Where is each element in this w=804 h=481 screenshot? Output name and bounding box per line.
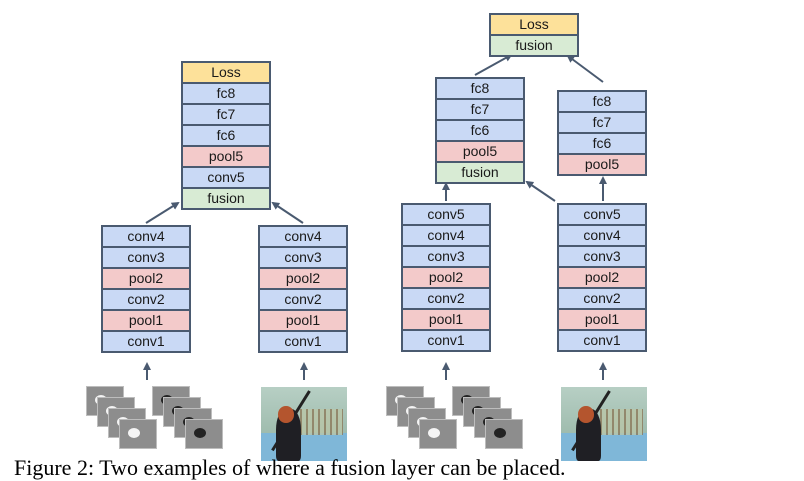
optical-flow-frame: [419, 419, 457, 449]
figure-caption: Figure 2: Two examples of where a fusion…: [14, 455, 566, 480]
right-spatial-stream: conv5 conv4 conv3 pool2 conv2 pool1 conv1: [557, 203, 647, 352]
layer-fc8: fc8: [559, 92, 645, 111]
layer-fusion: fusion: [437, 163, 523, 182]
layer-conv2: conv2: [403, 289, 489, 308]
layer-pool1: pool1: [260, 311, 346, 330]
layer-conv5: conv5: [403, 205, 489, 224]
layer-fc6: fc6: [183, 126, 269, 145]
arrow-left-spatial-to-fusion: [271, 201, 304, 224]
layer-conv3: conv3: [260, 248, 346, 267]
layer-conv3: conv3: [103, 248, 189, 267]
layer-conv4: conv4: [260, 227, 346, 246]
layer-pool1: pool1: [403, 310, 489, 329]
layer-fc7: fc7: [437, 100, 523, 119]
layer-pool1: pool1: [103, 311, 189, 330]
right-temporal-stream: conv5 conv4 conv3 pool2 conv2 pool1 conv1: [401, 203, 491, 352]
layer-fusion: fusion: [183, 189, 269, 208]
layer-fc8: fc8: [437, 79, 523, 98]
arrow-left-temporal-to-fusion: [145, 201, 180, 224]
layer-conv5: conv5: [183, 168, 269, 187]
layer-conv2: conv2: [260, 290, 346, 309]
arrow-right-spatial-to-fusion: [525, 180, 556, 202]
layer-conv1: conv1: [260, 332, 346, 351]
right-top-stack: Loss fusion: [489, 13, 579, 57]
left-temporal-stream: conv4 conv3 pool2 conv2 pool1 conv1: [101, 225, 191, 353]
layer-conv2: conv2: [559, 289, 645, 308]
layer-pool2: pool2: [103, 269, 189, 288]
arrow-right-spatial-to-loss: [566, 54, 604, 83]
right-spatial-branch: fc8 fc7 fc6 pool5: [557, 90, 647, 176]
layer-fc6: fc6: [437, 121, 523, 140]
left-rgb-frame-input: [261, 387, 347, 461]
layer-pool2: pool2: [403, 268, 489, 287]
layer-fusion: fusion: [491, 36, 577, 55]
layer-conv1: conv1: [403, 331, 489, 350]
layer-pool1: pool1: [559, 310, 645, 329]
left-top-stack: Loss fc8 fc7 fc6 pool5 conv5 fusion: [181, 61, 271, 210]
layer-pool2: pool2: [260, 269, 346, 288]
layer-conv5: conv5: [559, 205, 645, 224]
layer-conv3: conv3: [403, 247, 489, 266]
layer-fc6: fc6: [559, 134, 645, 153]
arrow-right-fused-to-loss: [474, 54, 513, 76]
layer-conv1: conv1: [559, 331, 645, 350]
optical-flow-frame: [119, 419, 157, 449]
left-spatial-stream: conv4 conv3 pool2 conv2 pool1 conv1: [258, 225, 348, 353]
optical-flow-frame: [185, 419, 223, 449]
right-fused-branch: fc8 fc7 fc6 pool5 fusion: [435, 77, 525, 184]
layer-conv2: conv2: [103, 290, 189, 309]
layer-conv4: conv4: [103, 227, 189, 246]
right-rgb-frame-input: [561, 387, 647, 461]
layer-conv3: conv3: [559, 247, 645, 266]
layer-pool5: pool5: [437, 142, 523, 161]
optical-flow-frame: [485, 419, 523, 449]
layer-conv4: conv4: [403, 226, 489, 245]
layer-conv4: conv4: [559, 226, 645, 245]
layer-pool5: pool5: [559, 155, 645, 174]
layer-pool5: pool5: [183, 147, 269, 166]
layer-fc7: fc7: [559, 113, 645, 132]
layer-loss: Loss: [183, 63, 269, 82]
layer-conv1: conv1: [103, 332, 189, 351]
layer-loss: Loss: [491, 15, 577, 34]
layer-fc7: fc7: [183, 105, 269, 124]
layer-fc8: fc8: [183, 84, 269, 103]
layer-pool2: pool2: [559, 268, 645, 287]
